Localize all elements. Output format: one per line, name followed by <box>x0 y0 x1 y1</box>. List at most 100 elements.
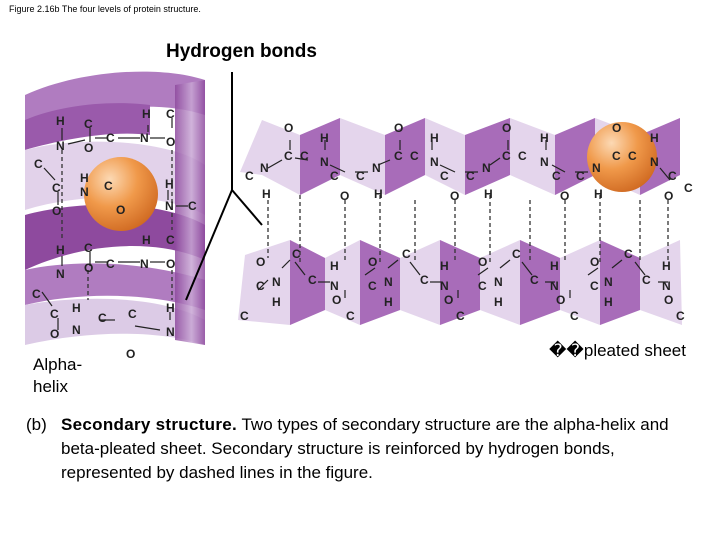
svg-text:O: O <box>368 255 377 269</box>
svg-text:N: N <box>592 161 601 175</box>
svg-text:H: H <box>165 177 174 191</box>
description-body: Secondary structure. Two types of second… <box>61 413 698 485</box>
svg-text:C: C <box>188 199 197 213</box>
svg-text:N: N <box>604 275 613 289</box>
svg-text:C: C <box>530 273 539 287</box>
svg-text:H: H <box>540 131 549 145</box>
alpha-helix-ribbon <box>25 71 205 345</box>
dashed-hydrogen-bonds <box>61 150 669 300</box>
svg-text:O: O <box>284 121 293 135</box>
svg-text:O: O <box>84 261 93 275</box>
svg-text:C: C <box>292 247 301 261</box>
svg-text:H: H <box>604 295 613 309</box>
svg-text:C: C <box>256 279 265 293</box>
svg-text:N: N <box>540 155 549 169</box>
svg-text:O: O <box>502 121 511 135</box>
description-text: Two types of secondary structure are the… <box>61 415 669 482</box>
svg-text:C: C <box>642 273 651 287</box>
svg-text:N: N <box>80 185 89 199</box>
svg-text:C: C <box>245 169 254 183</box>
svg-text:C: C <box>300 149 309 163</box>
svg-text:C: C <box>624 247 633 261</box>
svg-text:C: C <box>668 169 677 183</box>
svg-text:N: N <box>56 267 65 281</box>
svg-text:C: C <box>356 169 365 183</box>
svg-text:H: H <box>594 187 603 201</box>
svg-text:O: O <box>556 293 565 307</box>
svg-text:H: H <box>384 295 393 309</box>
svg-text:C: C <box>684 181 693 195</box>
svg-text:N: N <box>330 279 339 293</box>
svg-text:C: C <box>466 169 475 183</box>
svg-text:C: C <box>552 169 561 183</box>
svg-text:H: H <box>72 301 81 315</box>
svg-text:H: H <box>650 131 659 145</box>
svg-text:C: C <box>104 179 113 193</box>
svg-text:O: O <box>332 293 341 307</box>
alpha-helix-label: Alpha-helix <box>33 355 83 396</box>
beta-sheet-lower <box>238 240 682 325</box>
svg-text:C: C <box>502 149 511 163</box>
svg-text:O: O <box>166 257 175 271</box>
svg-text:O: O <box>166 135 175 149</box>
backbone-bonds <box>41 118 671 331</box>
svg-text:C: C <box>32 287 41 301</box>
svg-text:C: C <box>368 279 377 293</box>
svg-text:C: C <box>590 279 599 293</box>
svg-text:C: C <box>128 307 137 321</box>
svg-text:N: N <box>140 131 149 145</box>
beta-pleated-sheet-label: ��pleated sheet <box>549 341 686 360</box>
svg-text:C: C <box>34 157 43 171</box>
svg-text:C: C <box>576 169 585 183</box>
svg-text:C: C <box>628 149 637 163</box>
svg-text:H: H <box>494 295 503 309</box>
svg-text:H: H <box>320 131 329 145</box>
svg-text:C: C <box>676 309 685 323</box>
svg-text:C: C <box>284 149 293 163</box>
svg-text:O: O <box>612 121 621 135</box>
svg-text:C: C <box>420 273 429 287</box>
svg-text:O: O <box>52 204 61 218</box>
svg-text:C: C <box>240 309 249 323</box>
svg-text:C: C <box>512 247 521 261</box>
description-prefix: (b) <box>26 415 47 434</box>
svg-text:N: N <box>56 139 65 153</box>
svg-text:N: N <box>440 279 449 293</box>
svg-text:N: N <box>384 275 393 289</box>
svg-text:C: C <box>402 247 411 261</box>
svg-text:N: N <box>260 161 269 175</box>
svg-text:O: O <box>478 255 487 269</box>
svg-text:C: C <box>518 149 527 163</box>
svg-text:N: N <box>166 325 175 339</box>
svg-text:O: O <box>590 255 599 269</box>
svg-text:O: O <box>84 141 93 155</box>
svg-text:C: C <box>84 241 93 255</box>
svg-text:N: N <box>650 155 659 169</box>
svg-text:C: C <box>98 311 107 325</box>
svg-text:C: C <box>478 279 487 293</box>
svg-text:H: H <box>56 243 65 257</box>
svg-text:N: N <box>372 161 381 175</box>
svg-text:C: C <box>166 107 175 121</box>
svg-text:H: H <box>374 187 383 201</box>
svg-text:H: H <box>80 171 89 185</box>
svg-text:H: H <box>440 259 449 273</box>
svg-text:O: O <box>256 255 265 269</box>
svg-text:C: C <box>394 149 403 163</box>
svg-text:O: O <box>664 189 673 203</box>
svg-text:N: N <box>430 155 439 169</box>
svg-text:C: C <box>440 169 449 183</box>
svg-text:C: C <box>330 169 339 183</box>
svg-text:N: N <box>165 199 174 213</box>
hydrogen-bond-pointer <box>185 72 263 301</box>
figure-description: (b) Secondary structure. Two types of se… <box>26 413 698 485</box>
svg-text:O: O <box>50 327 59 341</box>
figure-caption: Figure 2.16b The four levels of protein … <box>9 4 201 14</box>
svg-text:H: H <box>662 259 671 273</box>
svg-text:H: H <box>56 114 65 128</box>
svg-text:H: H <box>272 295 281 309</box>
svg-text:N: N <box>72 323 81 337</box>
svg-text:O: O <box>126 347 135 361</box>
atom-sphere <box>84 157 158 231</box>
